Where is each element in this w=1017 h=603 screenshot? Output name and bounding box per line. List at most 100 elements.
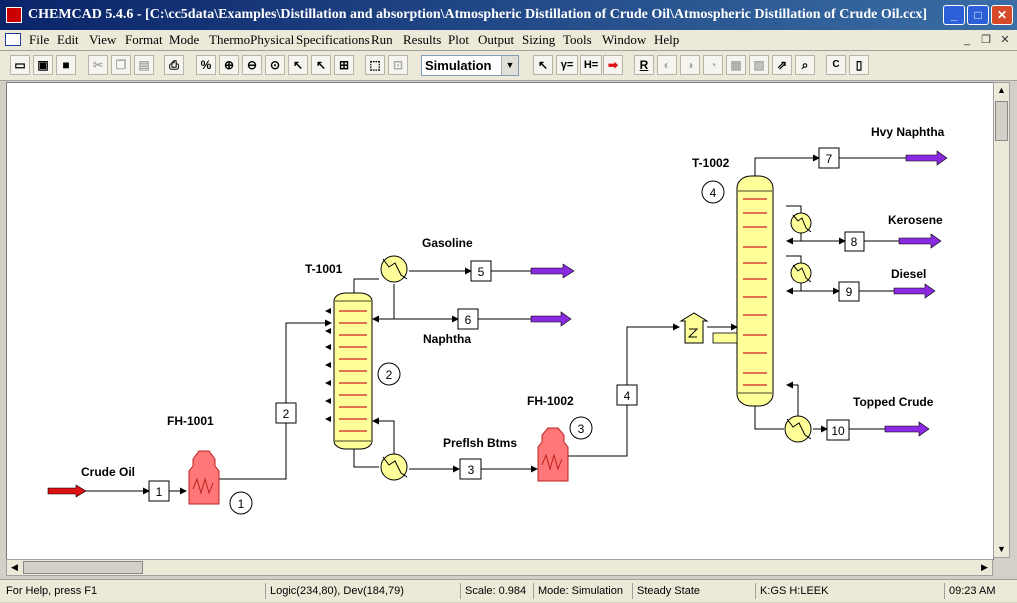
stream-box-5[interactable]: 5 [470,260,492,282]
zoom-percent-button[interactable]: % [196,55,216,75]
half-circle-icon[interactable]: ◑ [680,55,700,75]
box-3d-icon[interactable]: ▧ [749,55,769,75]
column-t1002[interactable] [712,175,774,407]
product-arrow-topped-crude[interactable] [884,421,930,437]
flowsheet-canvas[interactable]: 1 2 3 4 5 6 7 8 9 10 1 2 3 4 Crude Oil F… [6,82,994,560]
remove-node-arrow-icon[interactable]: ↖ [311,55,331,75]
pumparound-cooler-1[interactable] [790,212,812,234]
t1001-bottoms-line[interactable] [353,449,379,468]
mdi-close-button[interactable]: ✕ [1000,34,1010,46]
menu-tools[interactable]: Tools [563,32,592,47]
search-report-icon[interactable]: ⌕ [795,55,815,75]
product-arrow-kerosene[interactable] [898,233,942,249]
reboiler-t1002[interactable] [784,415,812,443]
mdi-restore-button[interactable]: ❐ [981,34,991,46]
t1001-overhead-line[interactable] [353,278,379,293]
select-area-icon[interactable]: ⬚ [365,55,385,75]
zoom-fit-icon[interactable]: ⊙ [265,55,285,75]
flowsheet-svg[interactable]: 1 2 3 4 5 6 7 8 9 10 1 2 3 4 Crude Oil F… [7,83,993,559]
report-button[interactable]: R [634,55,654,75]
minimize-button[interactable]: _ [943,5,965,25]
gamma-button[interactable]: γ= [556,55,578,75]
menu-specifications[interactable]: Specifications [296,32,370,47]
menu-run[interactable]: Run [371,32,393,47]
pie-chart-icon[interactable]: ◐ [657,55,677,75]
product-arrow-diesel[interactable] [893,283,936,299]
stream-box-4[interactable]: 4 [616,384,638,406]
feed-flash-unit[interactable] [679,312,709,344]
unit-circle-1[interactable]: 1 [229,491,253,515]
stream-2-line-a[interactable] [219,421,287,480]
vertical-scroll-thumb[interactable] [995,101,1008,141]
chemcad-app-icon[interactable] [6,7,22,23]
cut-icon[interactable]: ✂ [88,55,108,75]
unit-circle-2[interactable]: 2 [377,362,401,386]
t1002-bottoms-line[interactable] [754,406,784,430]
stream-box-6[interactable]: 6 [457,308,479,330]
horizontal-scroll-thumb[interactable] [23,561,143,574]
menu-window[interactable]: Window [602,32,647,47]
page-icon[interactable]: ▯ [849,55,869,75]
run-arrow-icon[interactable]: ➡ [603,55,623,75]
scroll-down-icon[interactable]: ▼ [994,542,1009,557]
dial-icon[interactable]: ◔ [703,55,723,75]
pumparound-1-return[interactable] [786,233,802,245]
column-t1001[interactable] [325,292,373,450]
paste-icon[interactable]: ▤ [134,55,154,75]
fired-heater-fh1001[interactable] [188,450,220,505]
menu-thermophysical[interactable]: ThermoPhysical [209,32,295,47]
stream-7-line-in[interactable] [754,154,820,176]
pumparound-cooler-2[interactable] [790,262,812,284]
feed-arrow[interactable] [47,484,87,498]
menu-results[interactable]: Results [403,32,442,47]
chevron-down-icon[interactable]: ▼ [501,56,518,75]
chart-icon[interactable]: ▦ [726,55,746,75]
product-arrow-gasoline[interactable] [530,263,575,279]
enthalpy-button[interactable]: H= [580,55,602,75]
close-button[interactable]: ✕ [991,5,1013,25]
zoom-in-icon[interactable]: ⊕ [219,55,239,75]
export-icon[interactable]: ⇗ [772,55,792,75]
print-icon[interactable]: ⎙ [164,55,184,75]
stream-4-line-b[interactable] [626,323,680,385]
product-arrow-naphtha[interactable] [530,311,572,327]
mdi-minimize-button[interactable]: _ [963,34,971,46]
menu-format[interactable]: Format [125,32,163,47]
menu-output[interactable]: Output [478,32,515,47]
document-icon[interactable] [5,33,21,46]
menu-edit[interactable]: Edit [57,32,79,47]
stream-2-line-b[interactable] [285,319,332,403]
add-node-arrow-icon[interactable]: ↖ [288,55,308,75]
menu-help[interactable]: Help [654,32,680,47]
reboiler-return-line[interactable] [372,417,395,456]
pointer-c-icon[interactable]: ↖ [533,55,553,75]
condenser-t1001[interactable] [380,255,408,283]
scroll-up-icon[interactable]: ▲ [994,83,1009,98]
stream-box-7[interactable]: 7 [818,147,840,169]
group-icon[interactable]: ⊡ [388,55,408,75]
unit-circle-3[interactable]: 3 [569,416,593,440]
menu-view[interactable]: View [89,32,117,47]
center-icon[interactable]: ⊞ [334,55,354,75]
stream-4-line-a[interactable] [567,405,628,457]
product-arrow-hvy-naphtha[interactable] [905,150,948,166]
stream-box-10[interactable]: 10 [826,419,850,441]
pumparound-2-return[interactable] [786,283,802,295]
vertical-scrollbar[interactable]: ▲ ▼ [993,82,1010,558]
stream-box-8[interactable]: 8 [844,231,865,252]
zoom-out-icon[interactable]: ⊖ [242,55,262,75]
stream-box-9[interactable]: 9 [838,281,860,302]
menu-sizing[interactable]: Sizing [522,32,556,47]
reboiler-2-return[interactable] [786,381,799,416]
stream-box-3[interactable]: 3 [459,458,482,480]
menu-mode[interactable]: Mode [169,32,200,47]
save-icon[interactable]: ■ [56,55,76,75]
scroll-right-icon[interactable]: ▶ [977,560,992,575]
menu-plot[interactable]: Plot [448,32,469,47]
reboiler-t1001[interactable] [380,453,408,481]
copy-icon[interactable]: ❐ [111,55,131,75]
maximize-button[interactable]: □ [967,5,989,25]
horizontal-scrollbar[interactable]: ◀ ▶ [6,559,993,576]
scroll-left-icon[interactable]: ◀ [7,560,22,575]
side-draw-1-line[interactable] [786,205,802,213]
